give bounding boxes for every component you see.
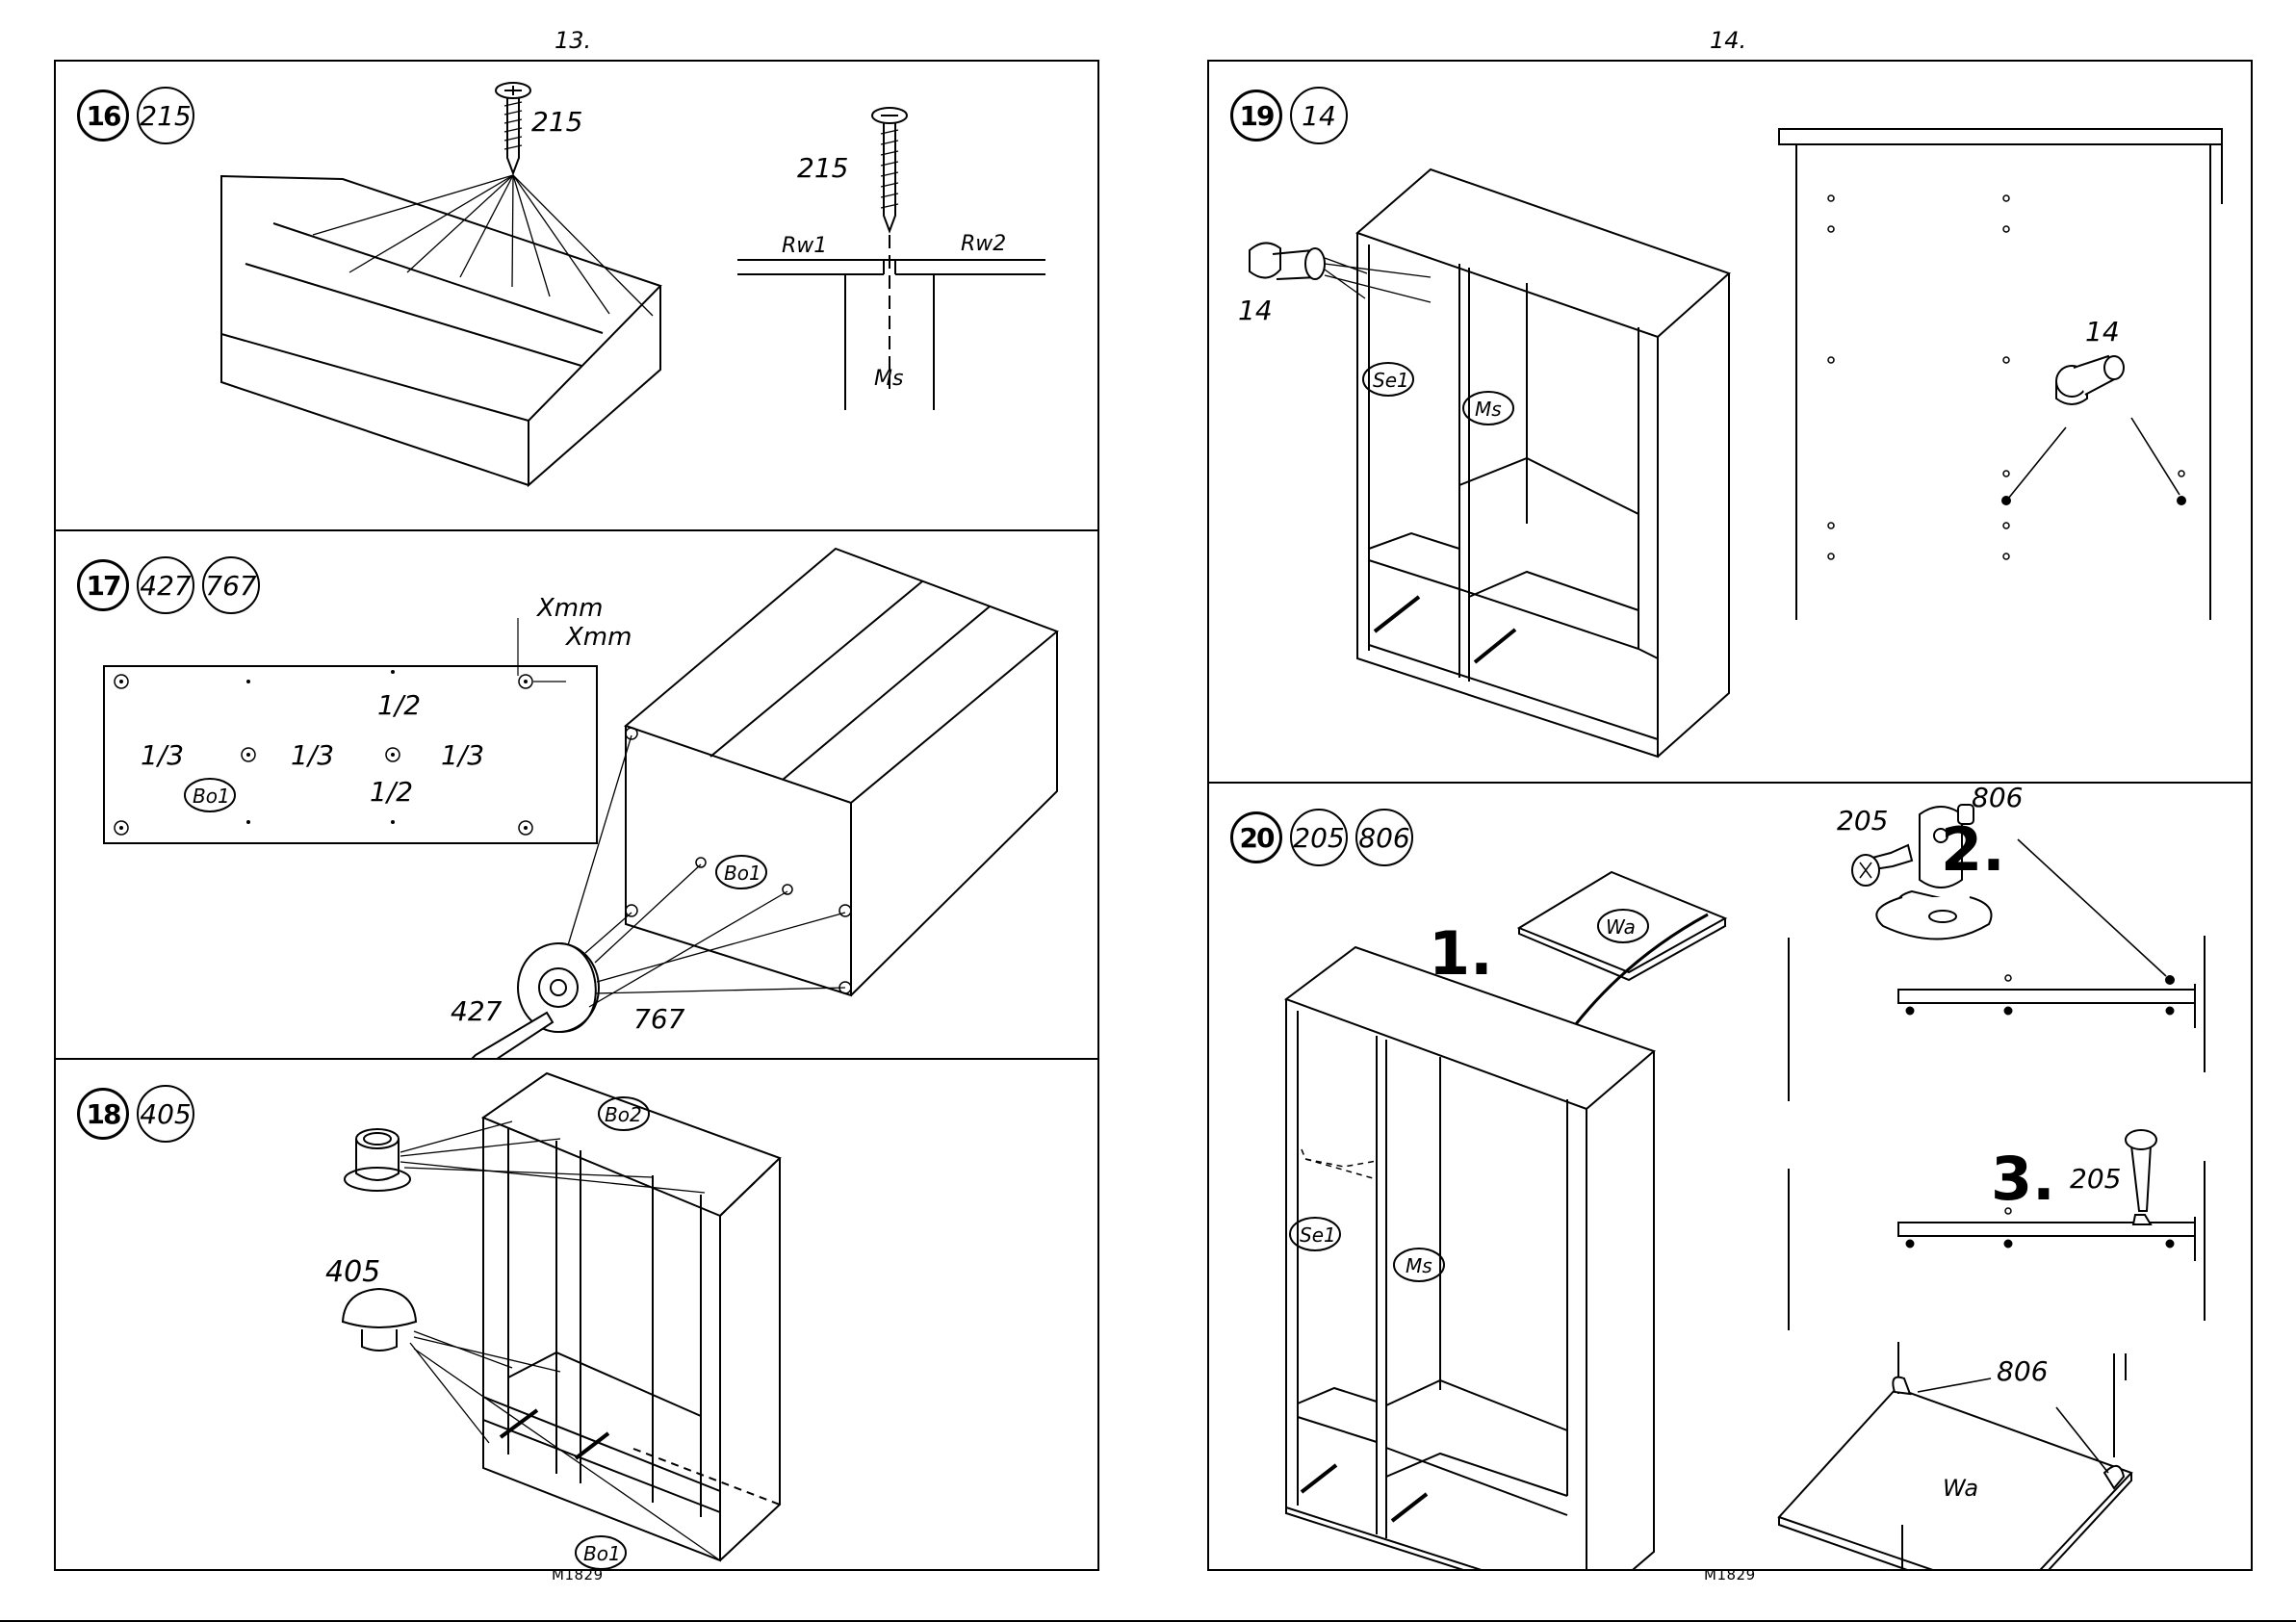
step-17-illustration: Xmm Xmm 1/2 1/3 1/3 1/3 1/2 Bo1 Bo1 427 … [56, 531, 1097, 1058]
label-sequence-3: 3. [1991, 1144, 2055, 1214]
label-shelf-wa-detail: Wa [1943, 1475, 1978, 1502]
step-20-illustration: 1. 2. 3. Wa 806 205 205 806 Wa Se1 Ms [1209, 784, 2251, 1569]
footer-code-right: M1829 [1704, 1566, 1756, 1583]
label-panel-ms: Ms [874, 367, 903, 391]
label-screw-427: 427 [451, 995, 503, 1027]
step-16-panel: 16 215 [56, 62, 1097, 529]
label-glider-767: 767 [633, 1003, 685, 1035]
label-board-bo1-iso: Bo1 [724, 862, 761, 885]
label-rail-rw1: Rw1 [782, 234, 827, 258]
label-screw-205: 205 [1837, 805, 1888, 837]
label-frac-right: 1/3 [441, 739, 484, 771]
label-bracket-806-b: 806 [1997, 1355, 2048, 1387]
label-screw-215-detail: 215 [797, 152, 848, 184]
footer-code-left: M1829 [552, 1566, 604, 1583]
label-dim-top: Xmm [535, 594, 603, 623]
step-19-panel: 19 14 [1209, 62, 2251, 782]
step-17-panel: 17 427 767 [56, 529, 1097, 1058]
label-board-bo2: Bo2 [605, 1103, 642, 1126]
step-18-panel: 18 405 [56, 1058, 1097, 1569]
label-cap-405: 405 [325, 1255, 380, 1289]
label-screw-215: 215 [531, 106, 582, 138]
label-sequence-2: 2. [1941, 814, 2005, 885]
label-frac-bottom: 1/2 [370, 776, 413, 808]
label-dim-side: Xmm [564, 623, 632, 652]
step-18-illustration: 405 Bo2 Bo1 [56, 1060, 1097, 1569]
page-right: 19 14 [1207, 60, 2253, 1571]
step-16-illustration: 215 215 Rw1 Rw2 Ms [56, 62, 1097, 529]
step-19-illustration: 14 14 Se1 Ms [1209, 62, 2251, 782]
label-board-bo1: Bo1 [583, 1542, 621, 1565]
page-left: 16 215 [54, 60, 1099, 1571]
label-rail-rw2: Rw2 [961, 232, 1006, 256]
step-20-panel: 20 205 806 [1209, 782, 2251, 1569]
label-middle-ms: Ms [1475, 398, 1502, 421]
label-side-se1: Se1 [1300, 1223, 1336, 1247]
label-frac-mid: 1/3 [291, 739, 334, 771]
label-pin-14: 14 [1238, 295, 1273, 326]
label-screw-205-b: 205 [2070, 1163, 2121, 1195]
label-pin-14-detail: 14 [2085, 316, 2120, 348]
page-number-left: 13. [555, 27, 591, 54]
label-shelf-wa: Wa [1606, 915, 1636, 939]
label-middle-ms: Ms [1406, 1254, 1432, 1277]
label-frac-left: 1/3 [141, 739, 184, 771]
label-sequence-1: 1. [1429, 918, 1493, 989]
label-frac-top: 1/2 [377, 689, 421, 721]
label-board-bo1: Bo1 [193, 785, 230, 808]
page-number-right: 14. [1710, 27, 1746, 54]
label-bracket-806: 806 [1972, 784, 2023, 813]
label-side-se1: Se1 [1373, 369, 1409, 392]
